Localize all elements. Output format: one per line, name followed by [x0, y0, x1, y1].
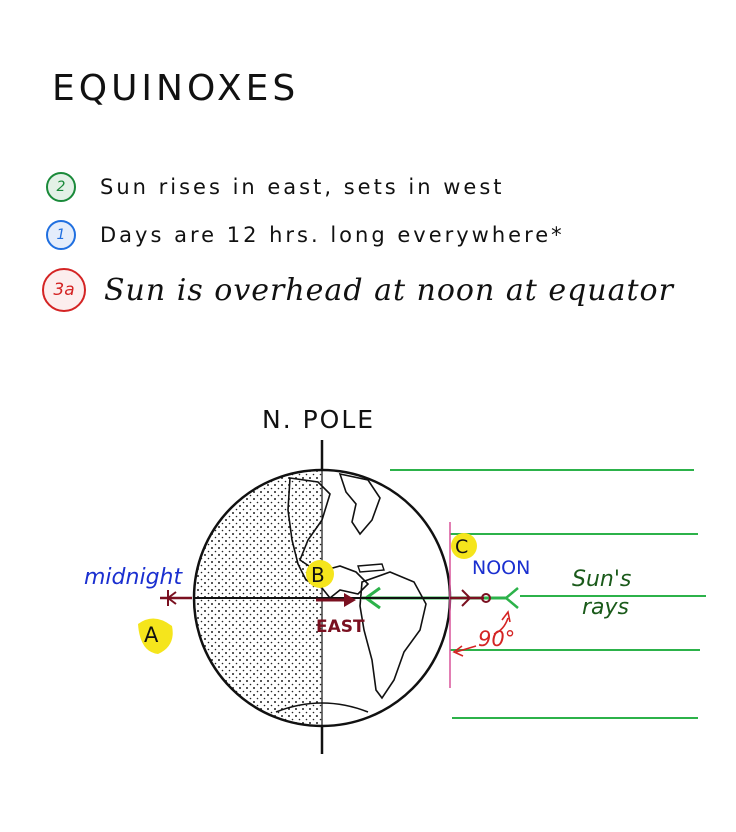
observer-midnight-icon — [160, 590, 192, 606]
badge-2: 2 — [46, 172, 76, 202]
angle-arrow-head — [452, 645, 464, 657]
noon-label: NOON — [472, 557, 530, 579]
note-text: Sun is overhead at noon at equator — [104, 272, 674, 308]
note-sun-rises: 2 Sun rises in east, sets in west — [46, 172, 505, 202]
marker-b-label: B — [311, 563, 325, 587]
note-sun-overhead: 3a Sun is overhead at noon at equator — [42, 268, 674, 312]
east-arrow-head — [344, 593, 356, 607]
angle-arrow — [455, 645, 477, 653]
badge-3a: 3a — [42, 268, 86, 312]
note-text: Days are 12 hrs. long everywhere* — [100, 223, 565, 247]
east-label: EAST — [316, 617, 365, 637]
marker-c-badge: C — [451, 533, 477, 559]
marker-a-badge: A — [138, 618, 173, 654]
rays-label-line2: rays — [582, 595, 629, 620]
badge-1: 1 — [46, 220, 76, 250]
observer-noon-icon — [450, 589, 491, 607]
midnight-label: midnight — [84, 565, 183, 590]
rays-label-line1: Sun's — [572, 567, 631, 592]
pole-label: N. POLE — [262, 405, 375, 434]
caribbean-outline — [357, 563, 385, 573]
angle-arrow — [493, 617, 509, 635]
page-title: EQUINOXES — [52, 68, 300, 109]
angle-arrow-head — [501, 610, 511, 623]
angle-label: 90° — [478, 627, 515, 651]
marker-c-label: C — [455, 536, 468, 558]
earth-globe — [192, 440, 452, 754]
greenland-outline — [338, 472, 381, 536]
note-text: Sun rises in east, sets in west — [100, 175, 505, 199]
marker-b-badge: B — [306, 560, 334, 588]
south-america-outline — [359, 571, 427, 700]
ray-arrow-head — [504, 587, 519, 609]
note-days-length: 1 Days are 12 hrs. long everywhere* — [46, 220, 565, 250]
marker-a-label: A — [144, 623, 159, 647]
